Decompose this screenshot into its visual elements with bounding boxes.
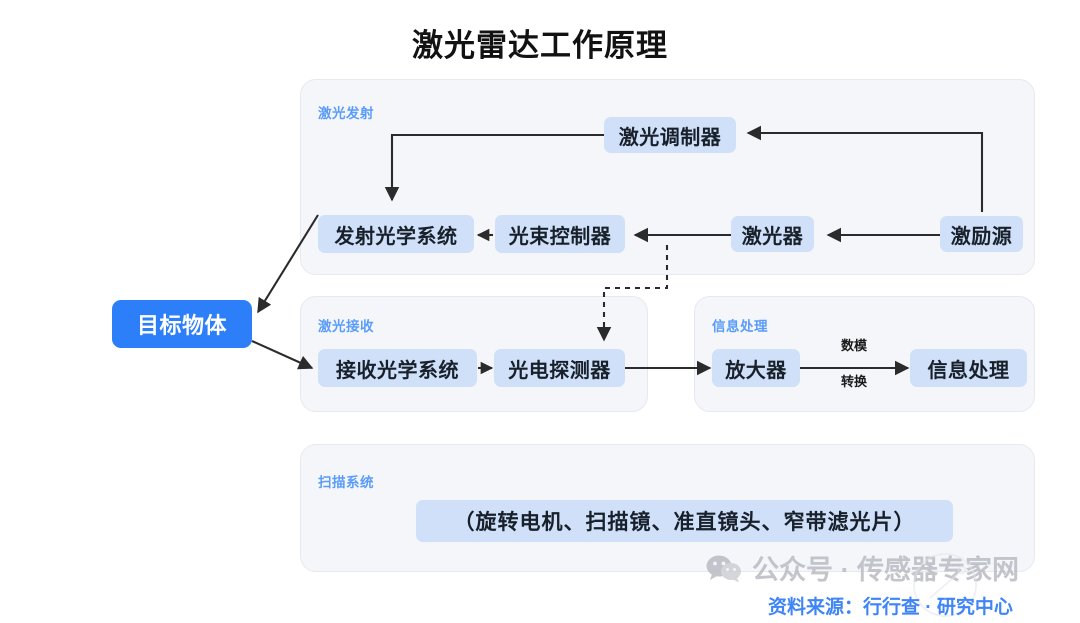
node-information-processing[interactable]: 信息处理 <box>910 349 1027 387</box>
node-laser[interactable]: 激光器 <box>731 216 814 252</box>
edge-label-ad-conversion-bottom: 转换 <box>840 374 867 389</box>
page-title: 激光雷达工作原理 <box>412 28 668 63</box>
node-laser-modulator[interactable]: 激光调制器 <box>604 117 736 153</box>
node-amplifier[interactable]: 放大器 <box>712 349 800 387</box>
wechat-icon <box>706 555 741 582</box>
node-excitation-source[interactable]: 激励源 <box>940 216 1023 252</box>
node-beam-controller[interactable]: 光束控制器 <box>495 215 625 253</box>
group-label-laser-emission: 激光发射 <box>318 106 374 121</box>
source-citation: 资料来源：行行查 · 研究中心 <box>768 597 1013 618</box>
group-label-information-processing: 信息处理 <box>712 319 768 334</box>
node-target-object[interactable]: 目标物体 <box>112 300 252 348</box>
watermark: 公众号 · 传感器专家网 <box>706 548 1019 587</box>
node-photodetector[interactable]: 光电探测器 <box>494 349 625 387</box>
edge-label-ad-conversion-top: 数模 <box>840 338 867 353</box>
group-label-scanning-system: 扫描系统 <box>318 475 374 490</box>
group-label-laser-reception: 激光接收 <box>318 319 374 334</box>
watermark-text: 公众号 · 传感器专家网 <box>752 555 1019 585</box>
node-receiving-optical-system[interactable]: 接收光学系统 <box>318 349 477 387</box>
node-emitting-optical-system[interactable]: 发射光学系统 <box>318 215 474 253</box>
node-scanning-components[interactable]: （旋转电机、扫描镜、准直镜头、窄带滤光片） <box>416 500 953 542</box>
